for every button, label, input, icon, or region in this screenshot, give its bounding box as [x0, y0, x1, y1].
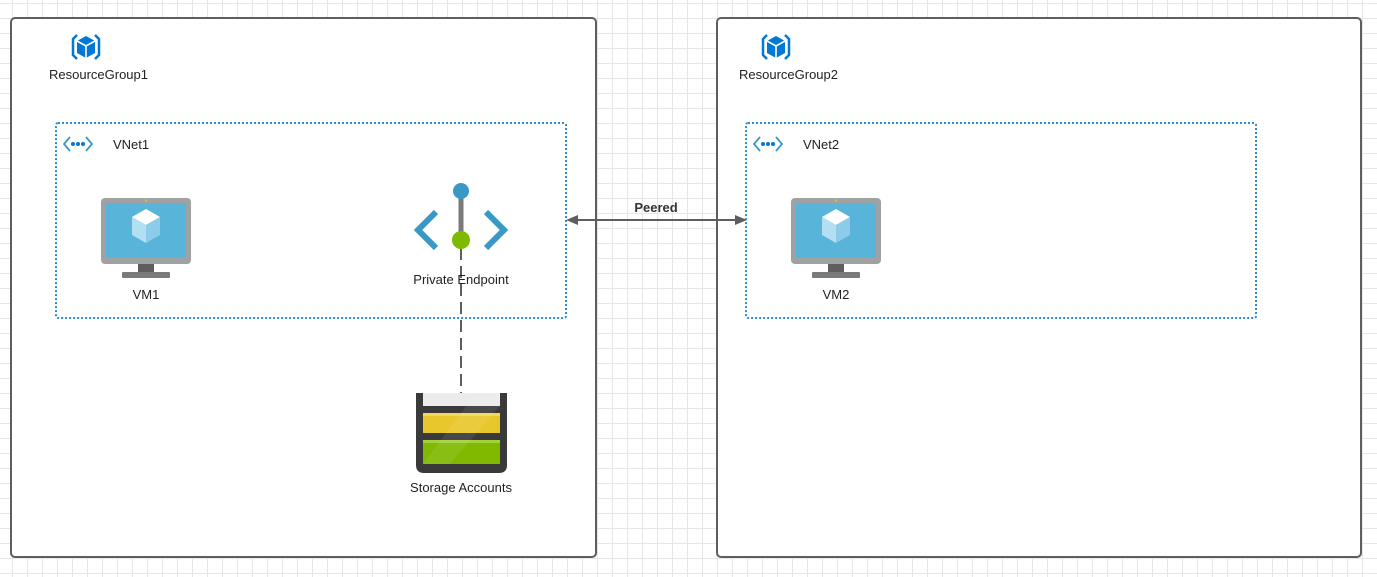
virtual-machine-icon[interactable] [790, 197, 882, 281]
vnet-1-label: VNet1 [113, 137, 150, 152]
vnet-2-container[interactable] [745, 122, 1257, 319]
vnet-1-container[interactable] [55, 122, 567, 319]
resource-group-1-label: ResourceGroup1 [49, 67, 148, 82]
arrow-head-left [566, 215, 578, 225]
storage-accounts-label: Storage Accounts [410, 480, 512, 495]
virtual-machine-icon[interactable] [100, 197, 192, 281]
vnet-2-label: VNet2 [803, 137, 840, 152]
vm1-label: VM1 [132, 287, 160, 302]
storage-account-icon[interactable] [416, 393, 507, 474]
resource-group-icon [71, 34, 101, 60]
peering-arrow[interactable] [566, 212, 748, 228]
virtual-network-icon [752, 136, 784, 152]
dashed-connector [460, 248, 462, 394]
vm2-label: VM2 [822, 287, 850, 302]
private-endpoint-icon[interactable] [413, 180, 509, 254]
resource-group-icon [761, 34, 791, 60]
resource-group-2-container[interactable] [716, 17, 1362, 558]
peering-label: Peered [634, 200, 678, 215]
arrow-head-right [735, 215, 747, 225]
resource-group-2-label: ResourceGroup2 [739, 67, 838, 82]
virtual-network-icon [62, 136, 94, 152]
private-endpoint-label: Private Endpoint [413, 272, 509, 287]
